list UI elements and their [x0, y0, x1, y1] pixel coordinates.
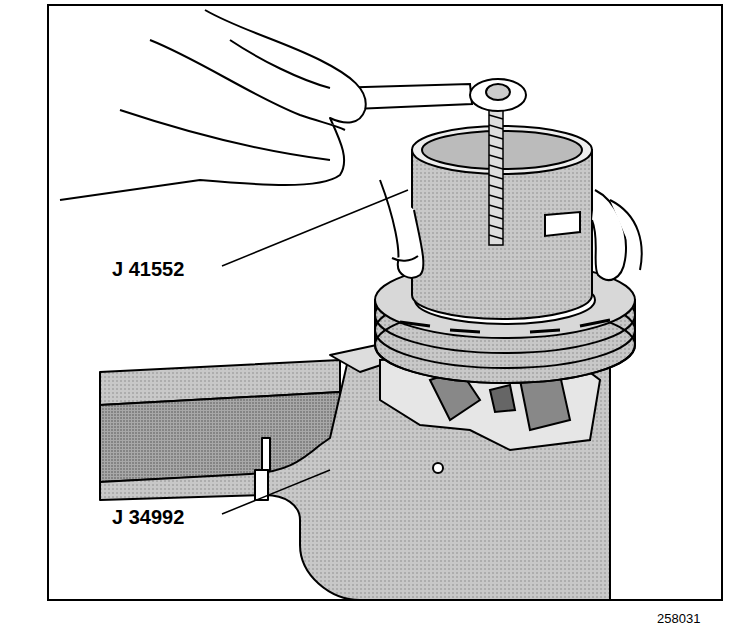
hand	[380, 180, 642, 280]
hand	[60, 10, 366, 200]
frame	[48, 5, 722, 600]
tool-number: J 41552	[110, 258, 186, 281]
tool-number: J 34992	[110, 506, 186, 529]
figure-number: 258031	[655, 612, 702, 627]
forcing-bolt	[489, 105, 503, 245]
leader-line	[222, 190, 408, 514]
